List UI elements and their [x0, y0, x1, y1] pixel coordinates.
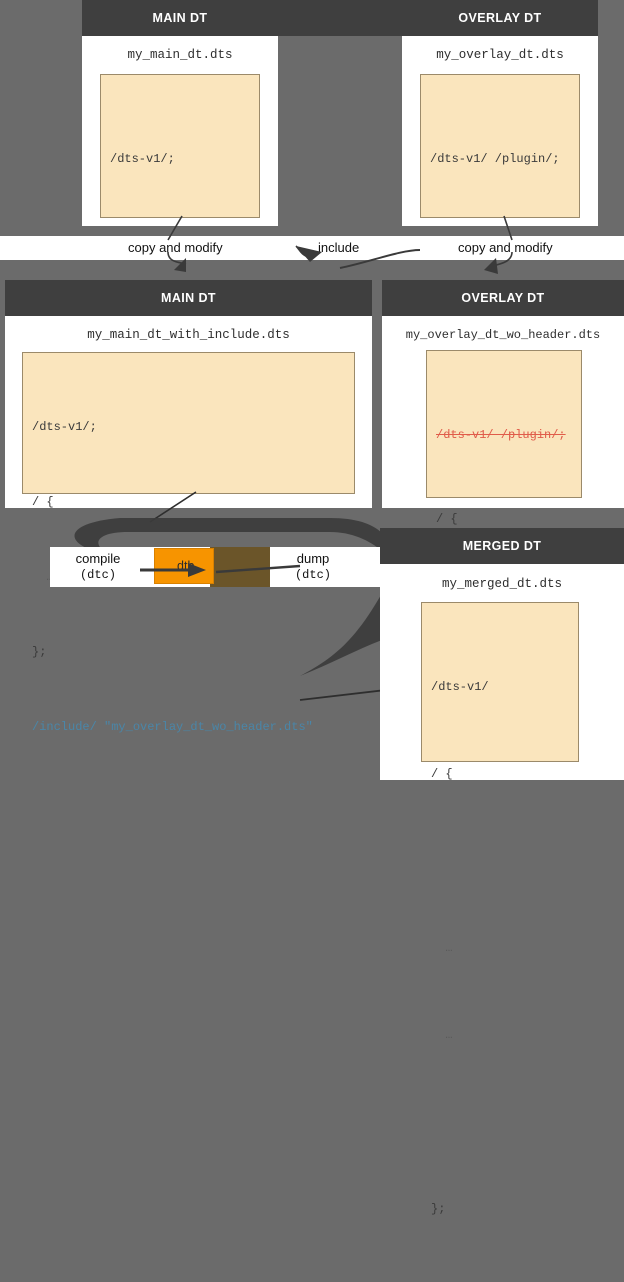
card-merged-dt: MERGED DT my_merged_dt.dts /dts-v1/ / { … [380, 528, 624, 1216]
filename-my-main-dt-with-include: my_main_dt_with_include.dts [87, 328, 290, 342]
body-overlay-dt-top: my_overlay_dt.dts /dts-v1/ /plugin/; / {… [402, 36, 598, 418]
filename-my-overlay-dt-wo-header: my_overlay_dt_wo_header.dts [405, 328, 601, 342]
label-copy-and-modify-right: copy and modify [458, 240, 553, 255]
artifact-dtb-box: .dtb [154, 548, 214, 584]
code-line: … [431, 941, 453, 955]
filename-my-overlay-dt: my_overlay_dt.dts [436, 48, 564, 62]
code-line: /dts-v1/; [110, 152, 175, 166]
transition-label-strip: copy and modify include copy and modify [0, 236, 624, 260]
code-line: /dts-v1/; [32, 420, 97, 434]
header-main-dt-top: MAIN DT [82, 0, 278, 36]
filename-my-merged-dt: my_merged_dt.dts [441, 577, 563, 591]
label-compile: compile (dtc) [58, 551, 138, 583]
code-line: / { [32, 495, 54, 509]
code-line: }; [32, 645, 47, 659]
header-overlay-dt-middle: OVERLAY DT [382, 280, 624, 316]
code-line: }; [431, 1202, 446, 1216]
body-main-dt-top: my_main_dt.dts /dts-v1/; / { … }; [82, 36, 278, 418]
label-include: include [318, 240, 360, 255]
dump-tool-text: (dtc) [294, 568, 331, 582]
label-dump: dump (dtc) [278, 551, 348, 583]
code-block-main-dt-top: /dts-v1/; / { … }; [100, 74, 260, 418]
code-line: / { [436, 512, 458, 526]
include-keyword: /include/ [32, 720, 97, 734]
code-block-merged-dt: /dts-v1/ / { … … }; [421, 602, 579, 1216]
body-merged-dt: my_merged_dt.dts /dts-v1/ / { … … }; [380, 564, 624, 1216]
header-overlay-dt-top: OVERLAY DT [402, 0, 598, 36]
include-target: "my_overlay_dt_wo_header.dts" [96, 720, 313, 734]
card-main-dt-original: MAIN DT my_main_dt.dts /dts-v1/; / { … }… [82, 0, 278, 418]
card-main-dt-with-include: MAIN DT my_main_dt_with_include.dts /dts… [5, 280, 372, 734]
compile-tool-text: (dtc) [79, 568, 116, 582]
code-block-overlay-dt-wo-header: /dts-v1/ /plugin/; / { … }; [426, 350, 582, 694]
body-overlay-dt-middle: my_overlay_dt_wo_header.dts /dts-v1/ /pl… [382, 316, 624, 694]
card-overlay-dt-original: OVERLAY DT my_overlay_dt.dts /dts-v1/ /p… [402, 0, 598, 418]
dump-text: dump [296, 551, 330, 566]
filename-my-main-dt: my_main_dt.dts [127, 48, 233, 62]
code-block-main-dt-with-include: /dts-v1/; / { … }; /include/ "my_overlay… [22, 352, 355, 734]
code-line [431, 1108, 578, 1137]
code-line [431, 847, 578, 876]
code-block-overlay-dt-top: /dts-v1/ /plugin/; / { … }; [420, 74, 580, 418]
code-line: … [431, 1028, 453, 1042]
code-line-include: /include/ "my_overlay_dt_wo_header.dts" [32, 715, 354, 740]
diagram-canvas: MAIN DT my_main_dt.dts /dts-v1/; / { … }… [0, 0, 624, 1216]
compile-dump-pipeline: compile (dtc) .dtb dump (dtc) [50, 547, 380, 587]
code-line: / { [431, 767, 453, 781]
compile-text: compile [75, 551, 121, 566]
code-line: /dts-v1/ /plugin/; [430, 152, 560, 166]
header-main-dt-middle: MAIN DT [5, 280, 372, 316]
header-merged-dt: MERGED DT [380, 528, 624, 564]
body-main-dt-middle: my_main_dt_with_include.dts /dts-v1/; / … [5, 316, 372, 734]
code-line-struck: /dts-v1/ /plugin/; [436, 428, 566, 442]
code-line: /dts-v1/ [431, 680, 489, 694]
card-overlay-dt-wo-header: OVERLAY DT my_overlay_dt_wo_header.dts /… [382, 280, 624, 694]
label-copy-and-modify-left: copy and modify [128, 240, 223, 255]
